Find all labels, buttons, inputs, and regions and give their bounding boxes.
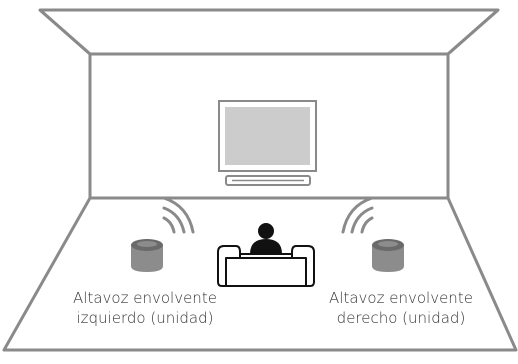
back-wall (88, 52, 450, 200)
sound-waves-left-icon (162, 196, 195, 234)
left-speaker-label-line1: Altavoz envolvente (73, 289, 217, 307)
left-speaker-label-line2: izquierdo (unidad) (76, 309, 214, 327)
sound-waves-right-icon (341, 196, 374, 234)
right-speaker-label-line1: Altavoz envolvente (329, 289, 473, 307)
speaker-right-icon (372, 239, 404, 272)
sofa-icon (217, 245, 315, 287)
tv-icon (218, 100, 317, 172)
left-speaker-label: Altavoz envolvente izquierdo (unidad) (55, 288, 235, 328)
ceiling-edge-left (39, 8, 91, 56)
speaker-left-icon (131, 239, 163, 272)
right-speaker-label-line2: derecho (unidad) (336, 309, 466, 327)
person-icon (250, 223, 282, 254)
right-speaker-label: Altavoz envolvente derecho (unidad) (311, 288, 491, 328)
ceiling-edge-right (447, 8, 499, 56)
room-walls (2, 8, 518, 352)
soundbar-icon (225, 175, 311, 186)
